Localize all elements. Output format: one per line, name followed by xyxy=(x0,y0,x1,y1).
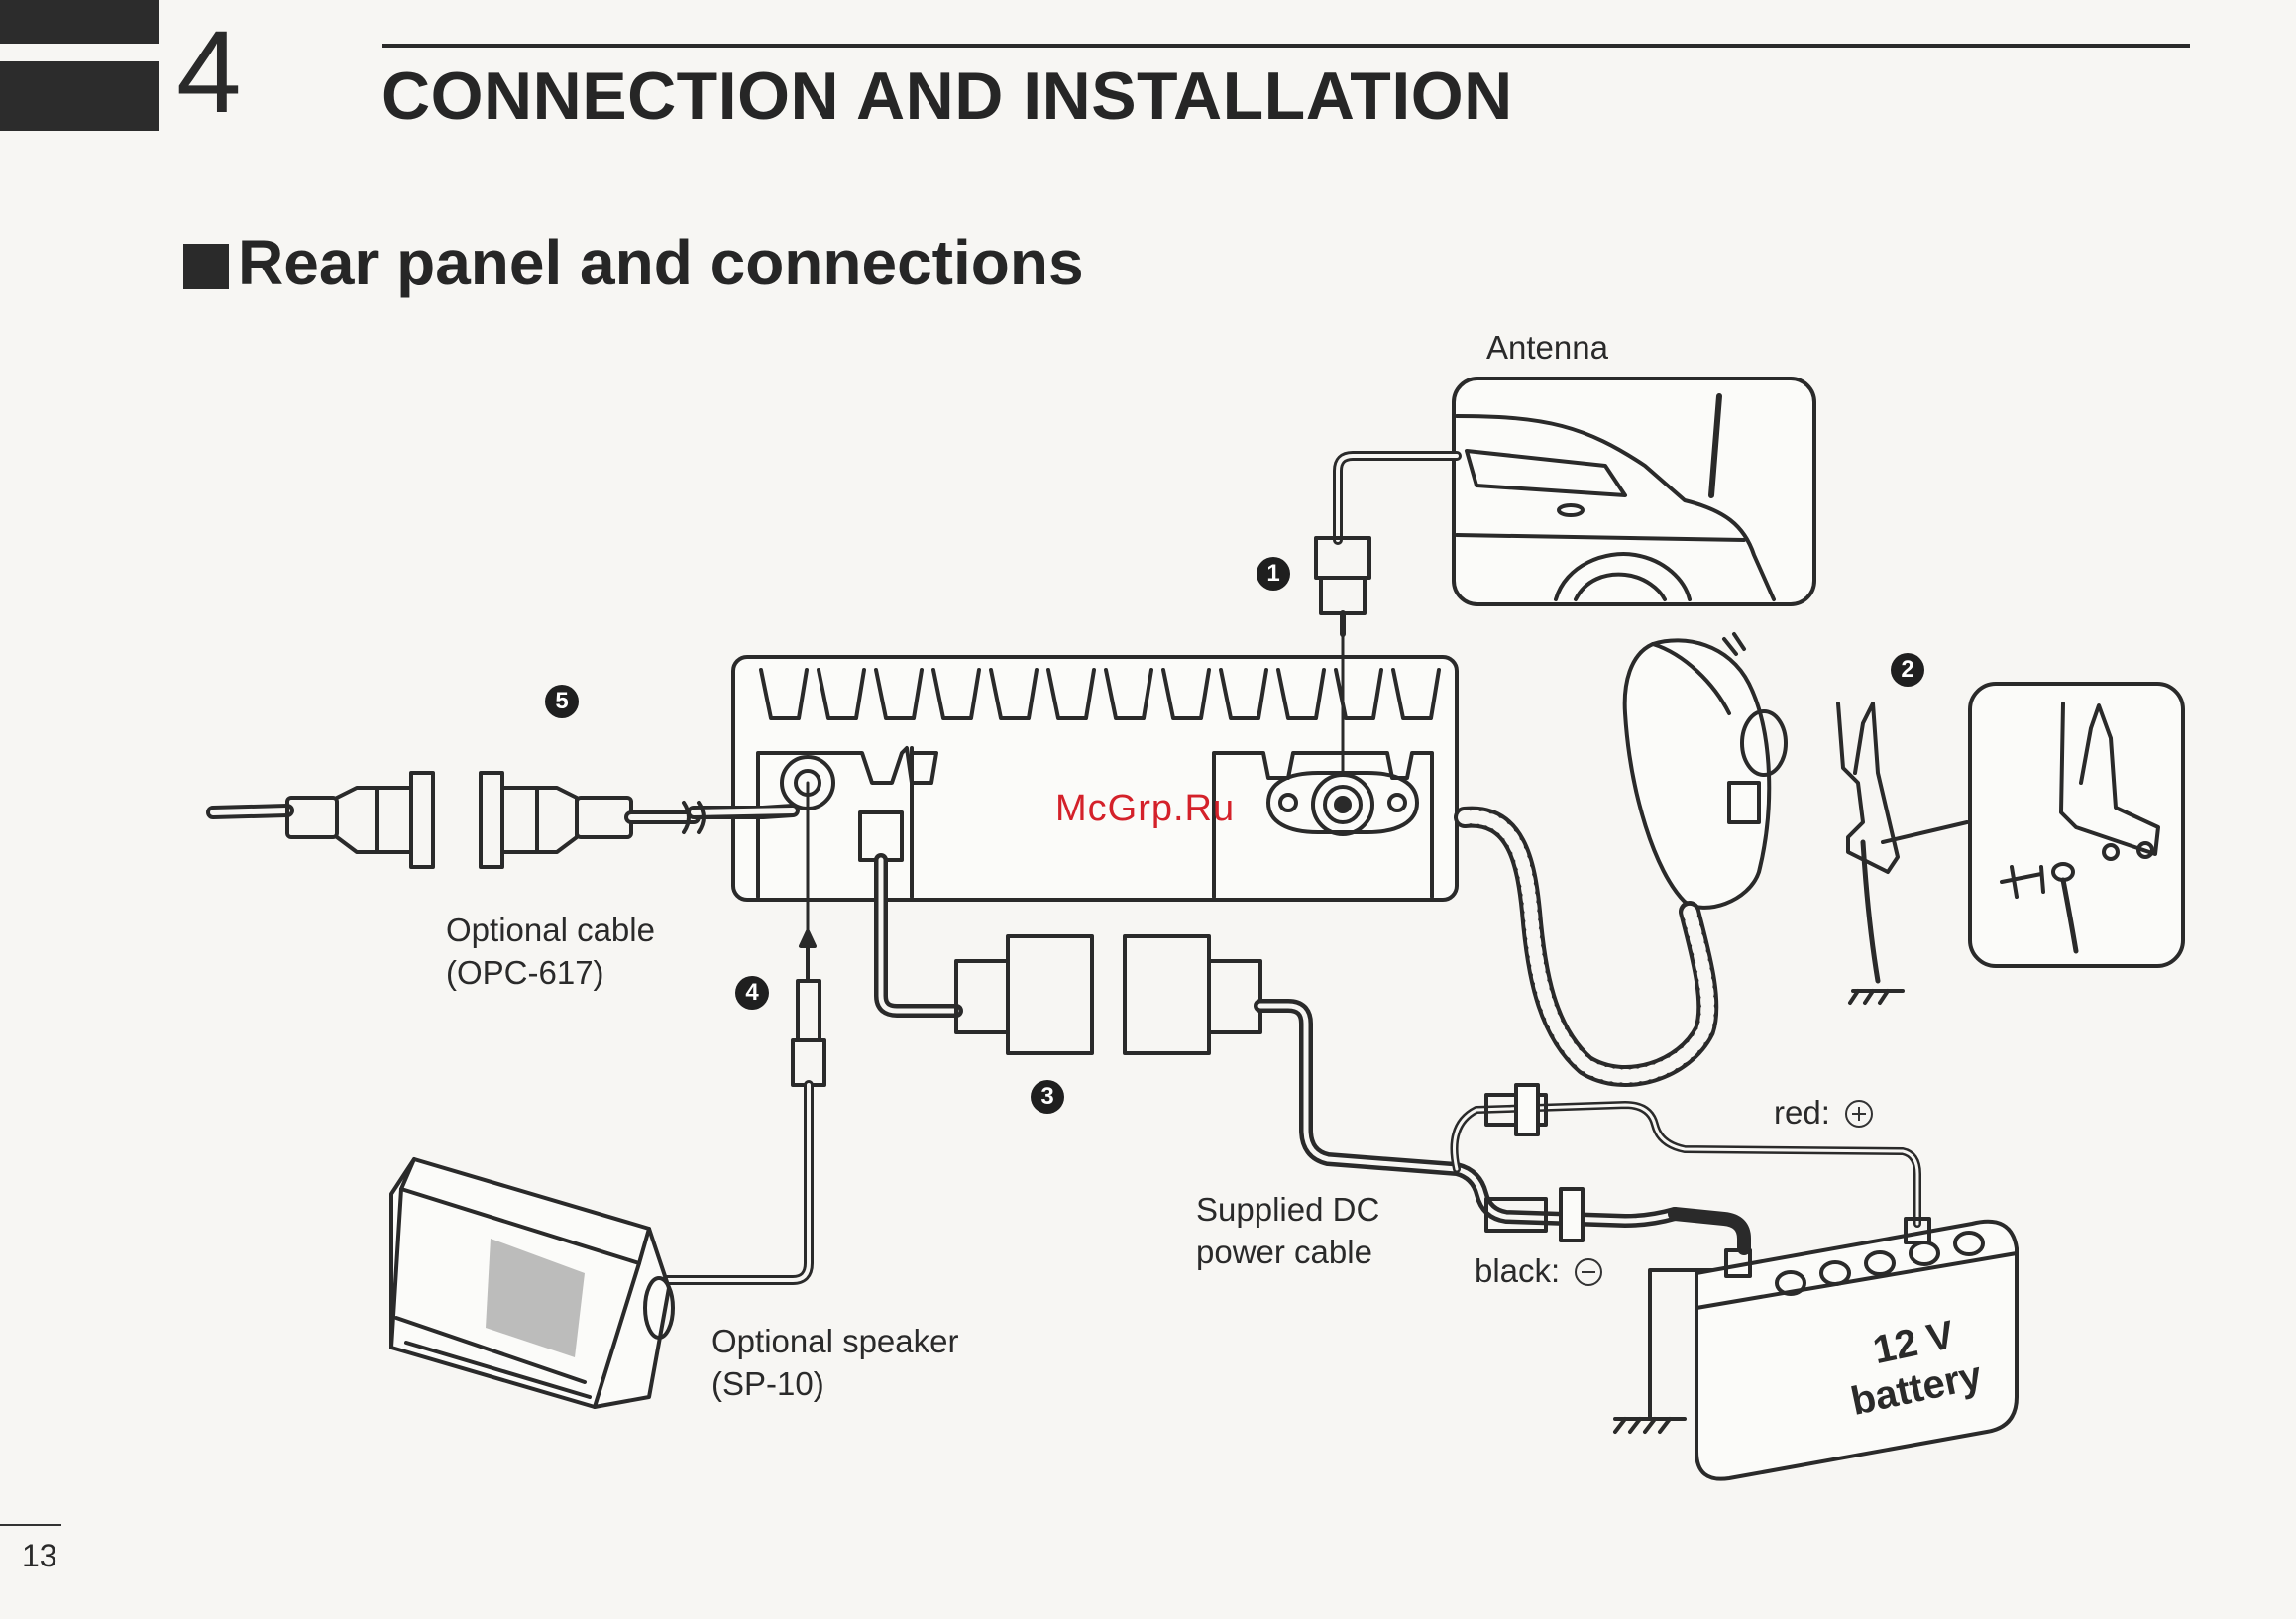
red-wire-text: red: xyxy=(1774,1094,1830,1131)
optional-speaker-label: Optional speaker (SP-10) xyxy=(711,1321,958,1406)
optional-cable-label-line1: Optional cable xyxy=(446,910,655,952)
optional-cable-connectors xyxy=(213,773,793,867)
callout-3: 3 xyxy=(1031,1080,1064,1114)
dc-cable-label-line2: power cable xyxy=(1196,1232,1379,1274)
watermark-text: McGrp.Ru xyxy=(1055,788,1235,830)
red-wire-label: red: xyxy=(1774,1092,1873,1134)
optional-speaker-label-line2: (SP-10) xyxy=(711,1363,958,1406)
callout-1: 1 xyxy=(1257,557,1290,591)
page-number-rule xyxy=(0,1524,61,1526)
callout-2: 2 xyxy=(1891,653,1924,687)
page-number: 13 xyxy=(22,1538,57,1574)
optional-speaker-label-line1: Optional speaker xyxy=(711,1321,958,1363)
plus-sign-icon xyxy=(1845,1100,1873,1128)
antenna-label: Antenna xyxy=(1486,327,1608,370)
ground-bracket-illustration xyxy=(1838,684,2183,1003)
callout-5: 5 xyxy=(545,685,579,718)
optional-speaker-illustration xyxy=(391,1159,673,1407)
microphone-illustration xyxy=(1465,634,1786,1076)
optional-cable-label-line2: (OPC-617) xyxy=(446,952,655,995)
dc-cable-label-line1: Supplied DC xyxy=(1196,1189,1379,1232)
antenna-car-illustration xyxy=(1454,378,1814,604)
black-wire-label: black: xyxy=(1475,1250,1602,1293)
optional-cable-label: Optional cable (OPC-617) xyxy=(446,910,655,995)
black-wire-text: black: xyxy=(1475,1252,1560,1289)
callout-4: 4 xyxy=(735,976,769,1010)
dc-cable-label: Supplied DC power cable xyxy=(1196,1189,1379,1274)
transceiver-rear-panel xyxy=(733,634,1457,900)
minus-sign-icon xyxy=(1575,1258,1602,1286)
antenna-cable xyxy=(1316,456,1457,634)
